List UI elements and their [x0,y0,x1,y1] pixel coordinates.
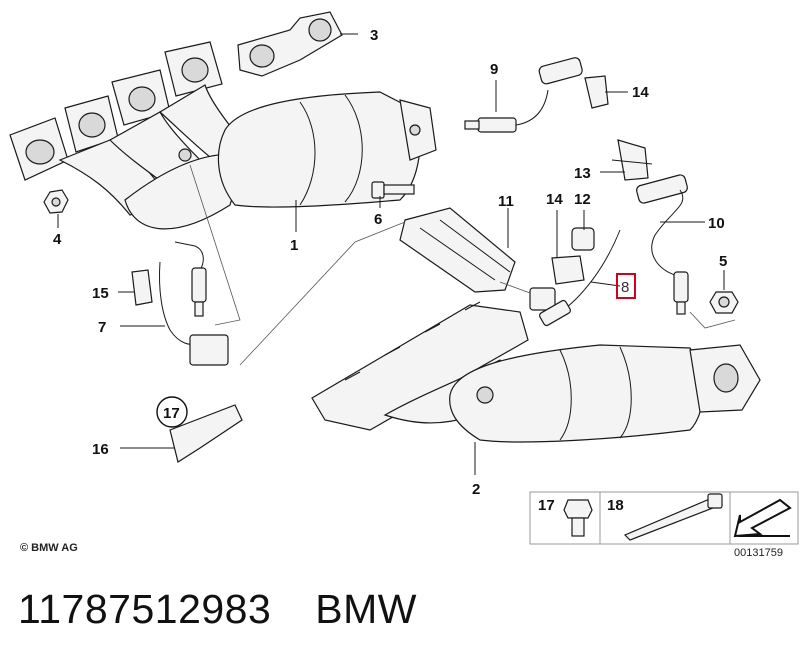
callout-8: 8 [621,279,629,296]
manifold-gasket [237,11,343,77]
bolt-6 [371,181,415,199]
callout-15: 15 [92,285,109,302]
clip-15 [131,269,153,306]
part-number-footer: 11787512983 BMW [18,586,461,633]
callout-8-highlight-box [616,273,636,299]
direction-arrow-icon [733,498,792,538]
callout-16: 16 [92,441,109,458]
oxygen-sensor-7 [159,241,229,366]
callout-1: 1 [290,237,298,254]
oxygen-sensor-10 [636,174,689,315]
callouts: 1 2 3 4 5 6 7 8 9 10 11 12 13 14 14 15 1… [53,27,727,498]
callout-11: 11 [498,193,514,210]
legend-box: 17 18 00131759 [529,491,799,559]
callout-6: 6 [374,211,382,228]
callout-17: 17 [163,405,180,422]
callout-14-upper: 14 [632,84,649,101]
callout-17-circle [156,396,188,428]
bolt-icon [563,499,593,537]
clip-16 [169,404,243,463]
callout-10: 10 [708,215,725,232]
part-number: 11787512983 [18,586,272,632]
clip-14-middle [551,255,585,285]
upper-manifold-catalyst [9,41,437,230]
assembly-lines [189,164,736,366]
legend-label-18: 18 [607,497,624,514]
cable-tie-icon [623,493,723,541]
callout-2: 2 [472,481,480,498]
callout-3: 3 [370,27,378,44]
oxygen-sensor-8 [529,229,621,327]
bracket-11 [399,207,516,293]
callout-7: 7 [98,319,106,336]
callout-9: 9 [490,61,498,78]
oxygen-sensor-9 [464,57,583,133]
copyright: © BMW AG [20,542,78,554]
bracket-13 [611,139,653,181]
lower-manifold-catalyst [311,301,761,443]
brand-name: BMW [315,586,417,632]
clip-14-upper [584,75,609,109]
callout-14-middle: 14 [546,191,563,208]
leader-lines [57,33,725,475]
hex-nut-4 [43,189,69,214]
callout-13: 13 [574,165,591,182]
hex-nut-5 [709,291,739,314]
callout-5: 5 [719,253,727,270]
callout-4: 4 [53,231,62,248]
clip-12 [571,227,595,251]
diagram-id: 00131759 [734,547,783,559]
callout-12: 12 [574,191,591,208]
legend-label-17: 17 [538,497,555,514]
exhaust-parts-diagram: 1 2 3 4 5 6 7 8 9 10 11 12 13 14 14 15 1… [9,11,799,559]
